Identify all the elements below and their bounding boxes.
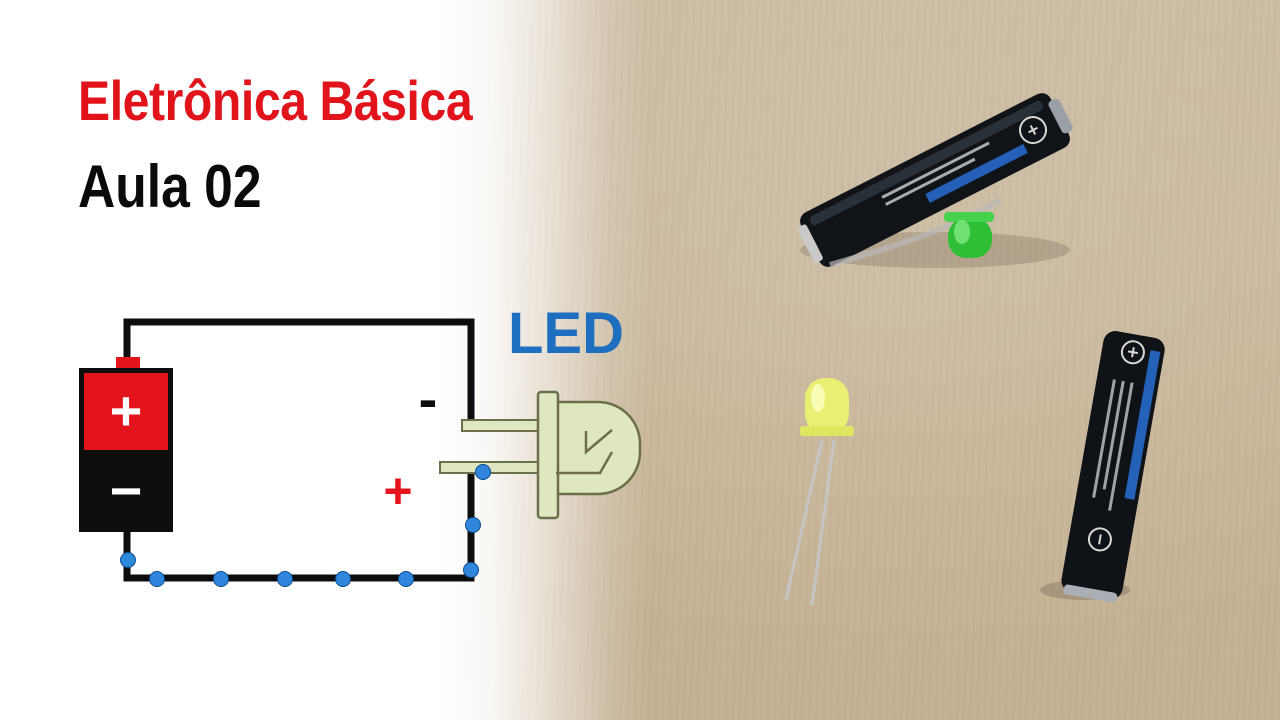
electron-dot-icon xyxy=(475,464,491,480)
electron-dot-icon xyxy=(213,571,229,587)
electron-flow xyxy=(120,464,491,587)
wire-bottom xyxy=(123,474,475,582)
lesson-number: Aula 02 xyxy=(78,153,262,220)
battery-minus-symbol: − xyxy=(110,459,143,522)
electron-dot-icon xyxy=(398,571,414,587)
electron-dot-icon xyxy=(120,552,136,568)
electron-dot-icon xyxy=(465,517,481,533)
wire-top xyxy=(123,318,475,424)
battery-plus-symbol: + xyxy=(110,379,143,442)
electron-dot-icon xyxy=(463,562,479,578)
led-plus-symbol: + xyxy=(383,463,412,519)
battery-icon: + − xyxy=(79,357,173,532)
electron-dot-icon xyxy=(277,571,293,587)
video-title: Eletrônica Básica xyxy=(78,69,473,132)
led-label: LED xyxy=(508,301,624,366)
led-minus-symbol: - xyxy=(419,367,438,430)
electron-dot-icon xyxy=(335,571,351,587)
electron-dot-icon xyxy=(149,571,165,587)
led-icon xyxy=(439,390,642,520)
